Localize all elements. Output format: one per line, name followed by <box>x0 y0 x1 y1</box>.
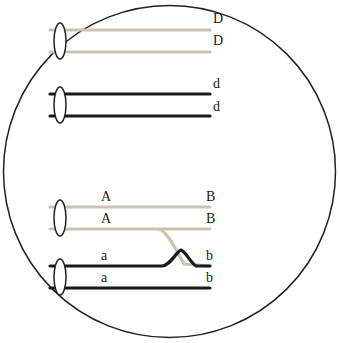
gene-label: D <box>213 34 223 48</box>
gene-label: d <box>213 77 220 91</box>
gene-label: A <box>101 212 111 226</box>
cell-outline <box>4 6 336 338</box>
gene-label: b <box>206 271 213 285</box>
gene-label: b <box>206 249 213 263</box>
gene-label: B <box>206 190 215 204</box>
gene-label: B <box>206 212 215 226</box>
gene-label: a <box>101 249 107 263</box>
gene-label: D <box>213 12 223 26</box>
gene-label: d <box>213 100 220 114</box>
gene-label: A <box>101 190 111 204</box>
gene-label: a <box>101 271 107 285</box>
